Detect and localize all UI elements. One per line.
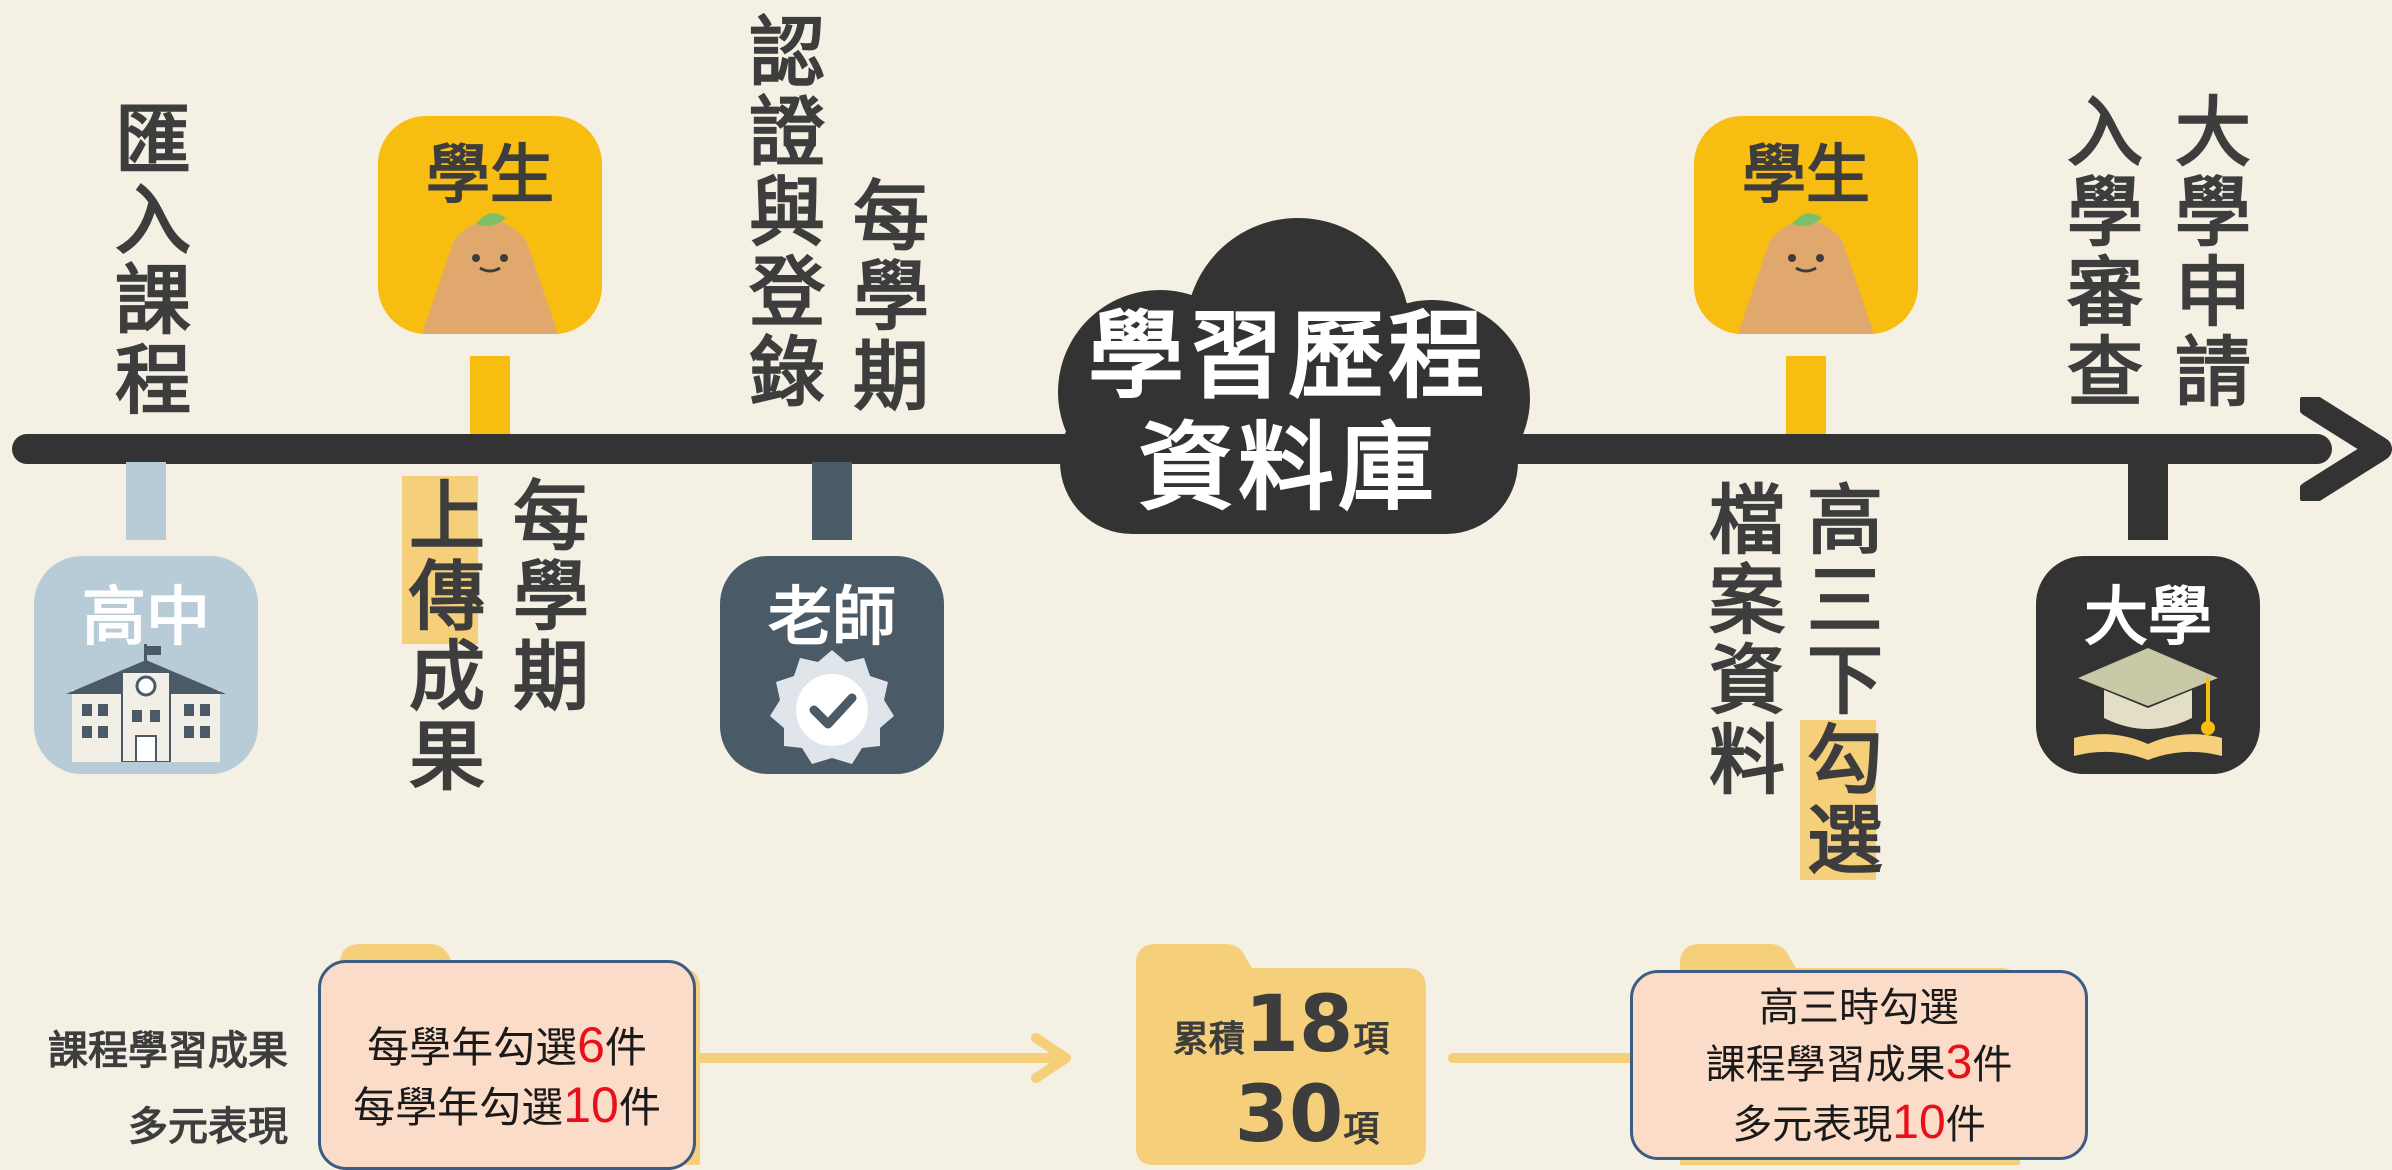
senior-course-count: 3 bbox=[1945, 1036, 1973, 1089]
student-tile-right: 學生 bbox=[1694, 116, 1918, 334]
yearly-diverse-prefix: 每學年勾選 bbox=[353, 1084, 564, 1131]
senior-course-line: 課程學習成果3件 bbox=[1633, 1033, 2085, 1093]
accumulate-unit: 項 bbox=[1343, 1109, 1380, 1150]
accumulate-course-count: 18 bbox=[1244, 980, 1354, 1070]
accumulate-folder-icon bbox=[1136, 944, 1426, 1165]
step-check-select: 勾選 bbox=[1794, 720, 1883, 880]
connector-student-right bbox=[1786, 356, 1826, 436]
student-tile-left: 學生 bbox=[378, 116, 602, 334]
selection-box-senior: 高三時勾選 課程學習成果3件 多元表現10件 bbox=[1630, 970, 2088, 1160]
senior-title-line: 高三時勾選 bbox=[1759, 986, 1959, 1030]
step-each-semester-teacher: 每學期 bbox=[840, 176, 929, 416]
senior-course-suffix: 件 bbox=[1972, 1043, 2013, 1087]
high-school-tile: 高中 bbox=[34, 556, 258, 774]
senior-diverse-suffix: 件 bbox=[1945, 1103, 1986, 1147]
step-university-apply: 大學申請 bbox=[2162, 92, 2251, 412]
flow-arrow-icon bbox=[696, 1033, 1071, 1083]
connector-student-left bbox=[470, 356, 510, 436]
certified-badge-icon bbox=[770, 650, 894, 764]
accumulate-line2: 30項 bbox=[1136, 1076, 1426, 1154]
timeline-arrow-head-icon bbox=[2300, 397, 2392, 501]
step-each-semester-student: 每學期 bbox=[500, 476, 589, 716]
connector-teacher bbox=[812, 462, 852, 540]
yearly-diverse-count: 10 bbox=[563, 1077, 619, 1133]
yearly-course-suffix: 件 bbox=[604, 1024, 647, 1071]
accumulate-diverse-count: 30 bbox=[1234, 1070, 1344, 1160]
university-label: 大學 bbox=[2084, 581, 2212, 655]
step-certify-register: 認證與登錄 bbox=[736, 12, 825, 412]
accumulate-label: 累積 bbox=[1172, 1019, 1245, 1060]
senior-diverse-line: 多元表現10件 bbox=[1633, 1093, 2085, 1153]
step-senior-year: 高三下 bbox=[1794, 480, 1883, 720]
senior-diverse-count: 10 bbox=[1892, 1096, 1946, 1149]
cloud-title-line1: 學習歷程 bbox=[1088, 300, 1488, 412]
connector-university bbox=[2128, 462, 2168, 540]
flow-arrow-icon bbox=[1448, 1053, 1638, 1063]
high-school-label: 高中 bbox=[82, 581, 210, 655]
student-label: 學生 bbox=[426, 139, 554, 213]
row-label-course-results: 課程學習成果 bbox=[48, 1028, 288, 1074]
yearly-course-line: 每學年勾選6件 bbox=[321, 1015, 693, 1075]
row-label-diverse-performance: 多元表現 bbox=[128, 1104, 288, 1150]
step-file-data: 檔案資料 bbox=[1696, 480, 1785, 800]
yearly-course-prefix: 每學年勾選 bbox=[367, 1024, 578, 1071]
yearly-diverse-suffix: 件 bbox=[618, 1084, 661, 1131]
accumulate-unit: 項 bbox=[1353, 1019, 1390, 1060]
yearly-course-count: 6 bbox=[577, 1017, 605, 1073]
school-building-icon bbox=[66, 644, 226, 762]
database-cloud-icon bbox=[1058, 218, 1530, 534]
cloud-title-line2: 資料庫 bbox=[1138, 412, 1438, 524]
student-mascot-icon bbox=[1738, 213, 1874, 334]
step-admission-review: 入學審查 bbox=[2054, 92, 2143, 412]
step-upload-results: 上傳成果 bbox=[396, 476, 485, 796]
teacher-label: 老師 bbox=[768, 581, 896, 655]
yearly-diverse-line: 每學年勾選10件 bbox=[321, 1075, 693, 1135]
student-mascot-icon bbox=[422, 213, 558, 334]
student-label: 學生 bbox=[1742, 139, 1870, 213]
selection-box-yearly: 每學年勾選6件 每學年勾選10件 bbox=[318, 960, 696, 1170]
university-tile: 大學 bbox=[2036, 556, 2260, 774]
step-import-courses: 匯入課程 bbox=[102, 100, 191, 420]
graduation-book-icon bbox=[2074, 648, 2222, 760]
senior-diverse-prefix: 多元表現 bbox=[1732, 1103, 1893, 1147]
accumulate-line1: 累積18項 bbox=[1136, 986, 1426, 1064]
teacher-tile: 老師 bbox=[720, 556, 944, 774]
senior-course-prefix: 課程學習成果 bbox=[1705, 1043, 1946, 1087]
connector-high-school bbox=[126, 462, 166, 540]
step-senior-year-column: 高三下 勾選 bbox=[1794, 480, 1884, 880]
